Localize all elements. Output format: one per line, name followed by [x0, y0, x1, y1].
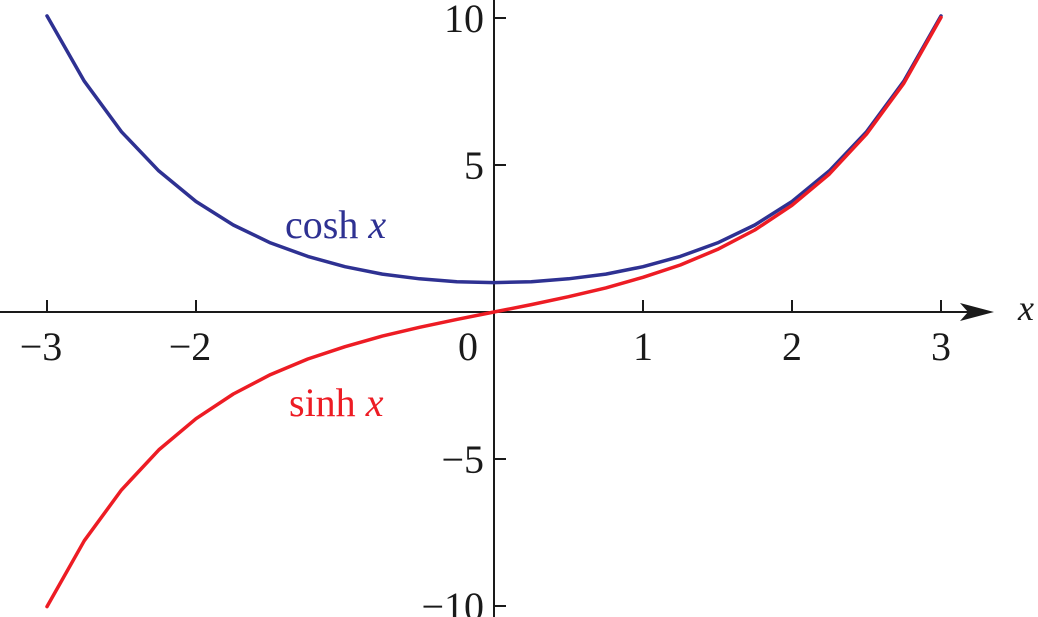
series-sinh-label: sinh x	[289, 380, 384, 425]
series-sinh-line	[45, 15, 943, 609]
y-tick-label: 5	[464, 143, 484, 188]
x-axis-label: x	[1017, 288, 1034, 328]
y-tick-label: −5	[441, 437, 484, 482]
series-cosh-label-func: cosh	[285, 202, 368, 247]
x-axis-arrow	[960, 303, 994, 321]
x-tick-label: −3	[20, 324, 63, 369]
axes: −3 −2 0 1 2 3 10 5 −5 −10	[0, 0, 994, 617]
series-cosh-line	[45, 14, 943, 285]
x-tick-label: 3	[931, 324, 951, 369]
series-cosh-label-var: x	[367, 202, 386, 247]
series-cosh-label: cosh x	[285, 202, 386, 247]
y-tick-label: 10	[444, 0, 484, 41]
series-sinh-label-func: sinh	[289, 380, 366, 425]
series-sinh-label-var: x	[365, 380, 384, 425]
x-tick-label: −2	[169, 324, 212, 369]
x-tick-label: 1	[633, 324, 653, 369]
curves	[45, 14, 943, 609]
y-tick-label: −10	[421, 584, 484, 617]
x-tick-label: 2	[782, 324, 802, 369]
x-tick-label: 0	[458, 324, 478, 369]
